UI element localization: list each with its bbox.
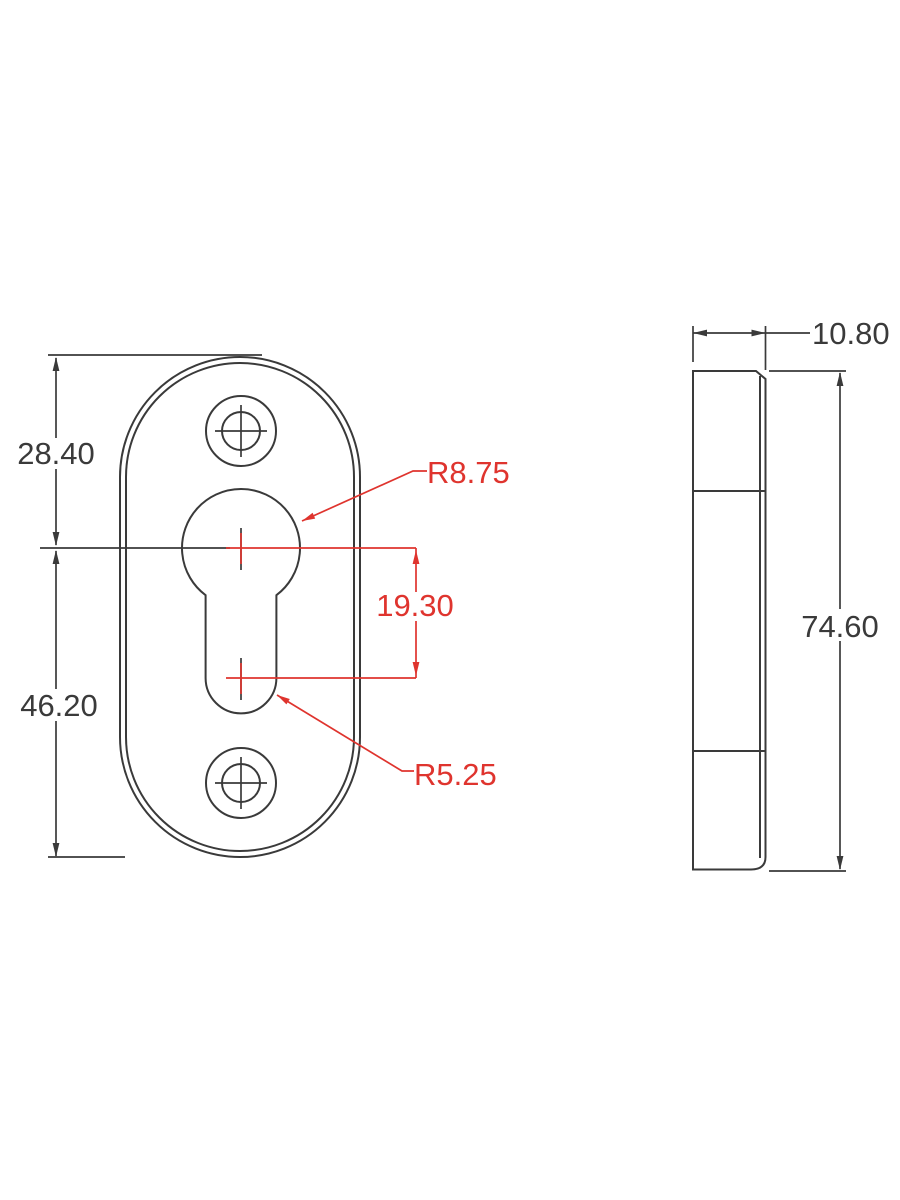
plate-outer-outline [119,356,361,858]
arrow-down [836,856,844,870]
front-view [119,356,361,858]
arrow-down [412,662,420,676]
arrow-down [52,843,60,857]
screw-hole-bottom [205,747,277,819]
leader-line [301,470,427,522]
dim-keyhole-centers: 19.30 [226,547,454,679]
arrow-down [52,532,60,546]
dim-label-46-20: 46.20 [20,688,98,723]
arrow-up [412,550,420,564]
keyhole-cutout [181,488,301,715]
screw-hole-top-counterbore [205,395,277,467]
dim-radius-top: R8.75 [301,455,510,522]
dim-label-74-60: 74.60 [801,609,879,644]
side-profile-outline [692,370,767,871]
leader-arrow [302,512,316,521]
arrow-up [52,550,60,564]
dim-height: 74.60 [769,370,879,872]
leader-line [276,694,414,772]
dim-thickness: 10.80 [692,316,890,370]
dim-label-19-30: 19.30 [376,588,454,623]
dim-label-28-40: 28.40 [17,436,95,471]
leader-arrow [277,695,290,705]
arrow-up [52,357,60,371]
arrow-left [693,329,707,337]
arrow-right [751,329,766,337]
dim-label-10-80: 10.80 [812,316,890,351]
dim-radius-bottom: R5.25 [276,694,497,792]
dim-left-vertical: 28.40 46.20 [17,354,262,858]
dim-label-r8-75: R8.75 [427,455,510,490]
arrow-up [836,372,844,386]
side-view [692,370,767,871]
screw-hole-top [205,395,277,467]
dim-label-r5-25: R5.25 [414,757,497,792]
screw-hole-bottom-counterbore [205,747,277,819]
black-linework: 28.40 46.20 10.80 [17,316,890,872]
red-dimension-linework: 19.30 R8.75 R5.25 [226,455,510,792]
plate-inner-outline [125,362,355,852]
